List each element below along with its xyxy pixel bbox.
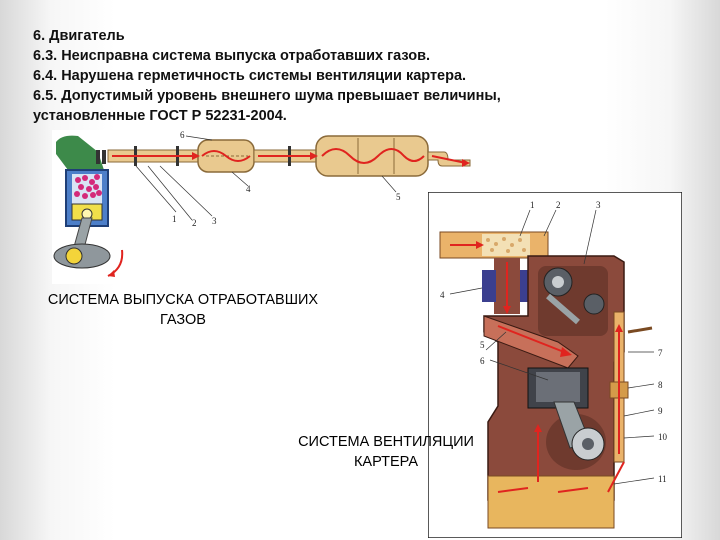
exhaust-callouts: 1 2 3 4 5 6 xyxy=(172,130,401,228)
crankcase-callout-7: 7 xyxy=(658,348,663,358)
heading-item-6-5-cont: установленные ГОСТ Р 52231-2004. xyxy=(33,108,287,124)
crankcase-ventilation-caption: СИСТЕМА ВЕНТИЛЯЦИИ КАРТЕРА xyxy=(282,432,490,472)
crankcase-callout-11: 11 xyxy=(658,474,667,484)
heading-item-6-4: 6.4. Нарушена герметичность системы вент… xyxy=(33,68,467,84)
crankcase-callouts: 1 2 3 4 5 6 7 8 9 10 11 xyxy=(440,200,668,484)
exhaust-system-diagram: 1 2 3 4 5 6 xyxy=(52,130,480,284)
crankcase-callout-1: 1 xyxy=(530,200,535,210)
vent-caption-line-2: КАРТЕРА xyxy=(353,454,419,470)
exhaust-callout-2: 2 xyxy=(192,218,197,228)
crankcase-callout-5: 5 xyxy=(480,340,485,350)
crankcase-callout-9: 9 xyxy=(658,406,663,416)
heading-item-6-5: 6.5. Допустимый уровень внешнего шума пр… xyxy=(33,88,501,104)
exhaust-caption-line-2: ГАЗОВ xyxy=(160,312,206,328)
crankcase-callout-2: 2 xyxy=(556,200,561,210)
vent-caption-line-1: СИСТЕМА ВЕНТИЛЯЦИИ xyxy=(298,434,474,450)
heading-block: 6. Двигатель 6.3. Неисправна система вып… xyxy=(33,26,593,126)
crankcase-callout-8: 8 xyxy=(658,380,663,390)
heading-item-6-3: 6.3. Неисправна система выпуска отработа… xyxy=(33,48,431,64)
crankcase-callout-6: 6 xyxy=(480,356,485,366)
exhaust-callout-5: 5 xyxy=(396,192,401,202)
exhaust-callout-6: 6 xyxy=(180,130,185,140)
crankcase-callout-3: 3 xyxy=(596,200,601,210)
exhaust-callout-4: 4 xyxy=(246,184,251,194)
exhaust-system-caption: СИСТЕМА ВЫПУСКА ОТРАБОТАВШИХ ГАЗОВ xyxy=(24,290,342,330)
crankcase-callout-4: 4 xyxy=(440,290,445,300)
exhaust-callout-3: 3 xyxy=(212,216,217,226)
heading-title: 6. Двигатель xyxy=(33,28,125,44)
crankcase-callout-10: 10 xyxy=(658,432,668,442)
exhaust-callout-1: 1 xyxy=(172,214,177,224)
crankcase-ventilation-diagram: 1 2 3 4 5 6 7 8 9 10 11 xyxy=(428,192,682,538)
exhaust-caption-line-1: СИСТЕМА ВЫПУСКА ОТРАБОТАВШИХ xyxy=(47,292,319,308)
